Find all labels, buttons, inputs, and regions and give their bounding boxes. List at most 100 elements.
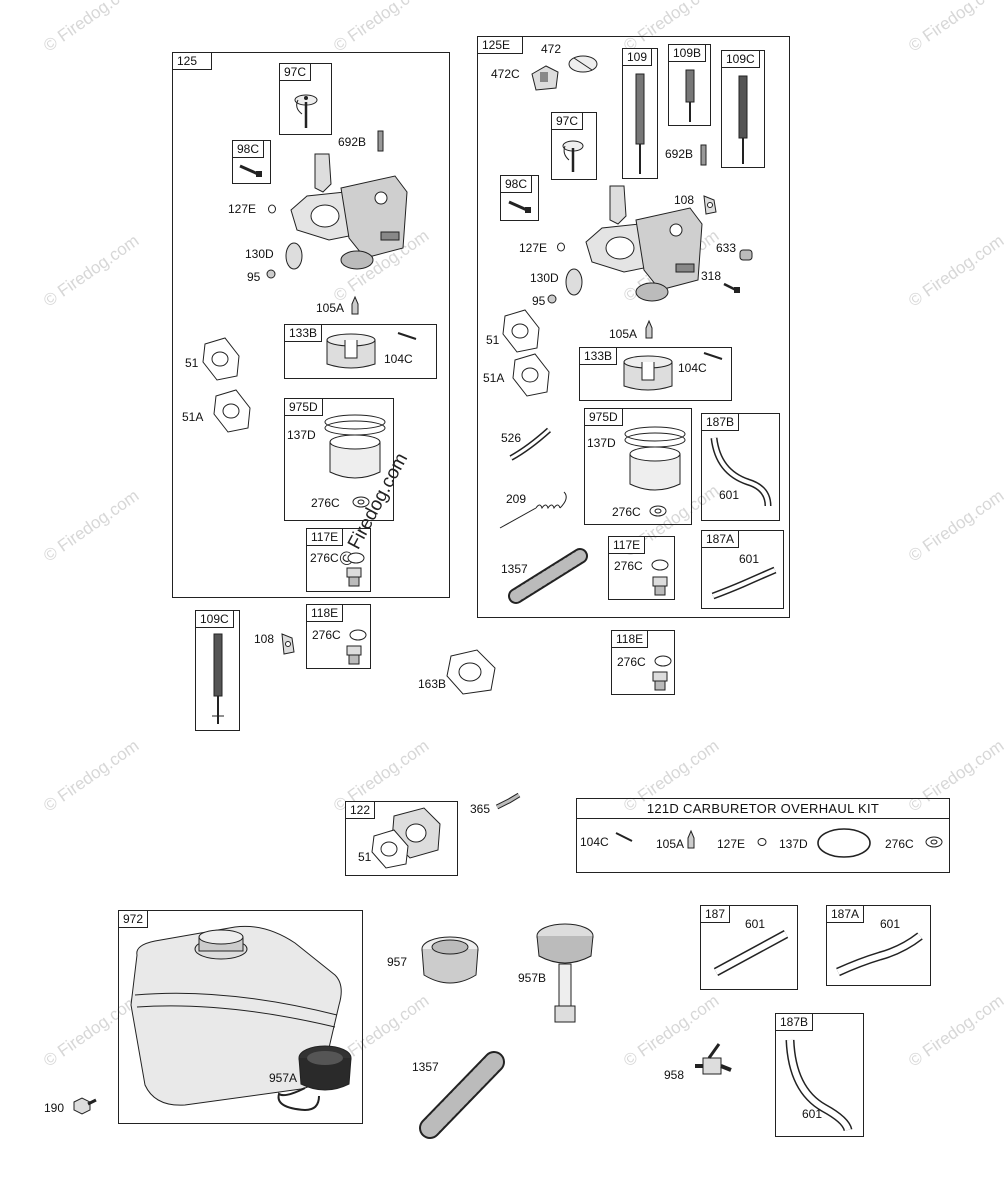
- needle-icon: [645, 319, 653, 339]
- primer-rod-icon: [635, 73, 645, 174]
- fuel-line-icon: [836, 932, 923, 977]
- kit-divider: [577, 818, 949, 819]
- carburetor-icon: [290, 153, 408, 270]
- part-label: 137D: [587, 436, 616, 450]
- group-109c: 109C: [721, 50, 765, 168]
- group-97c: 97C: [551, 112, 597, 180]
- bolt-icon: [346, 567, 362, 587]
- bracket-icon: [703, 195, 717, 215]
- fuel-line-icon: [713, 930, 789, 976]
- kit-item-label: 137D: [779, 837, 808, 851]
- group-97c: 97C: [279, 63, 332, 135]
- disc-icon: [285, 242, 303, 270]
- watermark: © Firedog.com: [905, 485, 1005, 566]
- group-109c: 109C: [195, 610, 240, 731]
- watermark: © Firedog.com: [40, 0, 143, 56]
- group-975d: 975D: [584, 408, 692, 525]
- washer-icon: [649, 505, 667, 517]
- part-label: 51: [185, 356, 199, 370]
- bolt-icon: [652, 576, 668, 596]
- group-98c: 98C: [232, 140, 271, 184]
- part-label: 601: [880, 917, 901, 931]
- part-label: 276C: [310, 551, 339, 565]
- part-label: 276C: [617, 655, 646, 669]
- float-bowl-icon: [624, 426, 686, 491]
- group-118e: 118E: [306, 604, 371, 669]
- part-label: 104C: [678, 361, 707, 375]
- watermark: © Firedog.com: [40, 230, 143, 311]
- part-label: 318: [701, 269, 722, 283]
- part-label: 276C: [311, 496, 340, 510]
- group-tag: 98C: [233, 141, 265, 158]
- group-117e: 117E: [306, 528, 371, 592]
- part-label: 365: [470, 802, 491, 816]
- part-label: 692B: [338, 135, 367, 149]
- part-label: 526: [501, 431, 522, 445]
- watermark: © Firedog.com: [40, 735, 143, 816]
- group-tag: 133B: [580, 348, 618, 365]
- group-117e: 117E: [608, 536, 675, 600]
- group-187a: 187A: [826, 905, 931, 986]
- fuel-tank-icon: [130, 925, 342, 1106]
- fuel-cap-icon: [277, 1045, 352, 1112]
- disc-icon: [565, 268, 583, 296]
- part-label: 601: [739, 552, 760, 566]
- group-tag: 125E: [478, 37, 523, 54]
- part-label: 130D: [245, 247, 274, 261]
- group-tag: 118E: [612, 631, 649, 648]
- group-tag: 109C: [196, 611, 234, 628]
- part-label: 104C: [384, 352, 413, 366]
- group-187a: 187A: [701, 530, 784, 609]
- group-125e: 125E: [477, 36, 790, 618]
- part-label: 1357: [501, 562, 528, 576]
- washer-icon: [352, 496, 370, 508]
- part-label: 1357: [412, 1060, 439, 1074]
- part-label: 105A: [609, 327, 638, 341]
- needle-icon: [687, 829, 695, 849]
- group-tag: 975D: [585, 409, 623, 426]
- group-109b: 109B: [668, 44, 711, 126]
- part-label: 958: [664, 1068, 685, 1082]
- bracket-icon: [531, 65, 559, 91]
- group-975d: 975D: [284, 398, 394, 521]
- part-label: 51: [486, 333, 500, 347]
- group-122: 122: [345, 801, 458, 876]
- part-label: 633: [716, 241, 737, 255]
- part-label: 108: [674, 193, 695, 207]
- pin-icon: [397, 332, 417, 340]
- group-tag: 109B: [669, 45, 707, 62]
- bolt-icon: [346, 645, 362, 665]
- gasket-icon: [213, 389, 251, 433]
- primer-rod-icon: [738, 75, 748, 164]
- bolt-icon: [652, 671, 668, 691]
- bracket-icon: [281, 633, 295, 655]
- fitting-icon: [495, 792, 521, 810]
- part-label: 137D: [287, 428, 316, 442]
- o-ring-icon: [757, 838, 767, 846]
- group-tag: 122: [346, 802, 376, 819]
- screw-icon: [508, 200, 531, 213]
- group-tag: 133B: [285, 325, 323, 342]
- group-tag: 97C: [280, 64, 312, 81]
- part-label: 190: [44, 1101, 65, 1115]
- group-tag: 187: [701, 906, 731, 923]
- watermark: © Firedog.com: [905, 0, 1005, 56]
- group-tag: 98C: [501, 176, 533, 193]
- group-133b: 133B: [284, 324, 437, 379]
- watermark: © Firedog.com: [905, 990, 1005, 1071]
- part-label: 472: [541, 42, 562, 56]
- kit-title: 121D CARBURETOR OVERHAUL KIT: [646, 801, 880, 816]
- o-ring-icon: [557, 242, 565, 252]
- part-label: 51A: [182, 410, 204, 424]
- washer-icon: [654, 655, 672, 667]
- group-tag: 117E: [307, 529, 344, 546]
- part-label: 127E: [519, 241, 548, 255]
- coil-spring-icon: [419, 1051, 505, 1139]
- watermark: © Firedog.com: [40, 485, 143, 566]
- primer-rod-icon: [212, 633, 224, 724]
- part-label: 108: [254, 632, 275, 646]
- part-label: 957B: [518, 971, 547, 985]
- fuel-line-icon: [710, 437, 772, 507]
- group-109: 109: [622, 48, 658, 179]
- group-187: 187: [700, 905, 798, 990]
